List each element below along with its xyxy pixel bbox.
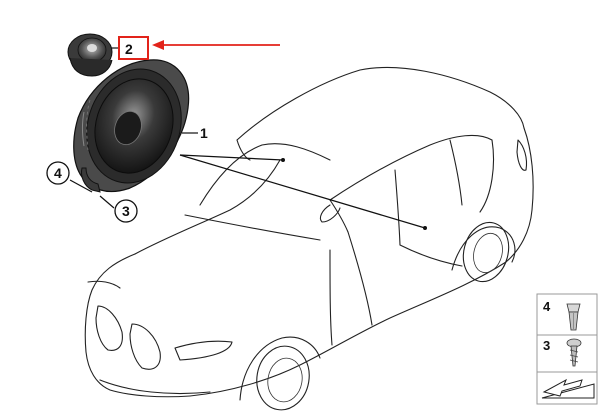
car-outline [84,66,534,411]
callout-part-2[interactable]: 2 [125,41,133,57]
callout-part-1[interactable]: 1 [200,125,208,141]
arrow-sheet-icon [541,378,595,399]
speaker-icon [73,59,190,193]
callout-part-3[interactable]: 3 [122,203,130,219]
legend-panel: 4 3 [536,293,598,405]
clip-nut-icon [566,303,581,331]
screw-icon [566,338,582,367]
legend-number-3: 3 [543,338,550,353]
callout-part-4[interactable]: 4 [54,165,62,181]
callout-part-4-badge[interactable]: 4 [46,161,70,185]
callout-part-3-badge[interactable]: 3 [114,199,138,223]
tweeter-icon [67,33,113,77]
legend-number-4: 4 [543,299,551,314]
highlight-marker [118,36,280,60]
